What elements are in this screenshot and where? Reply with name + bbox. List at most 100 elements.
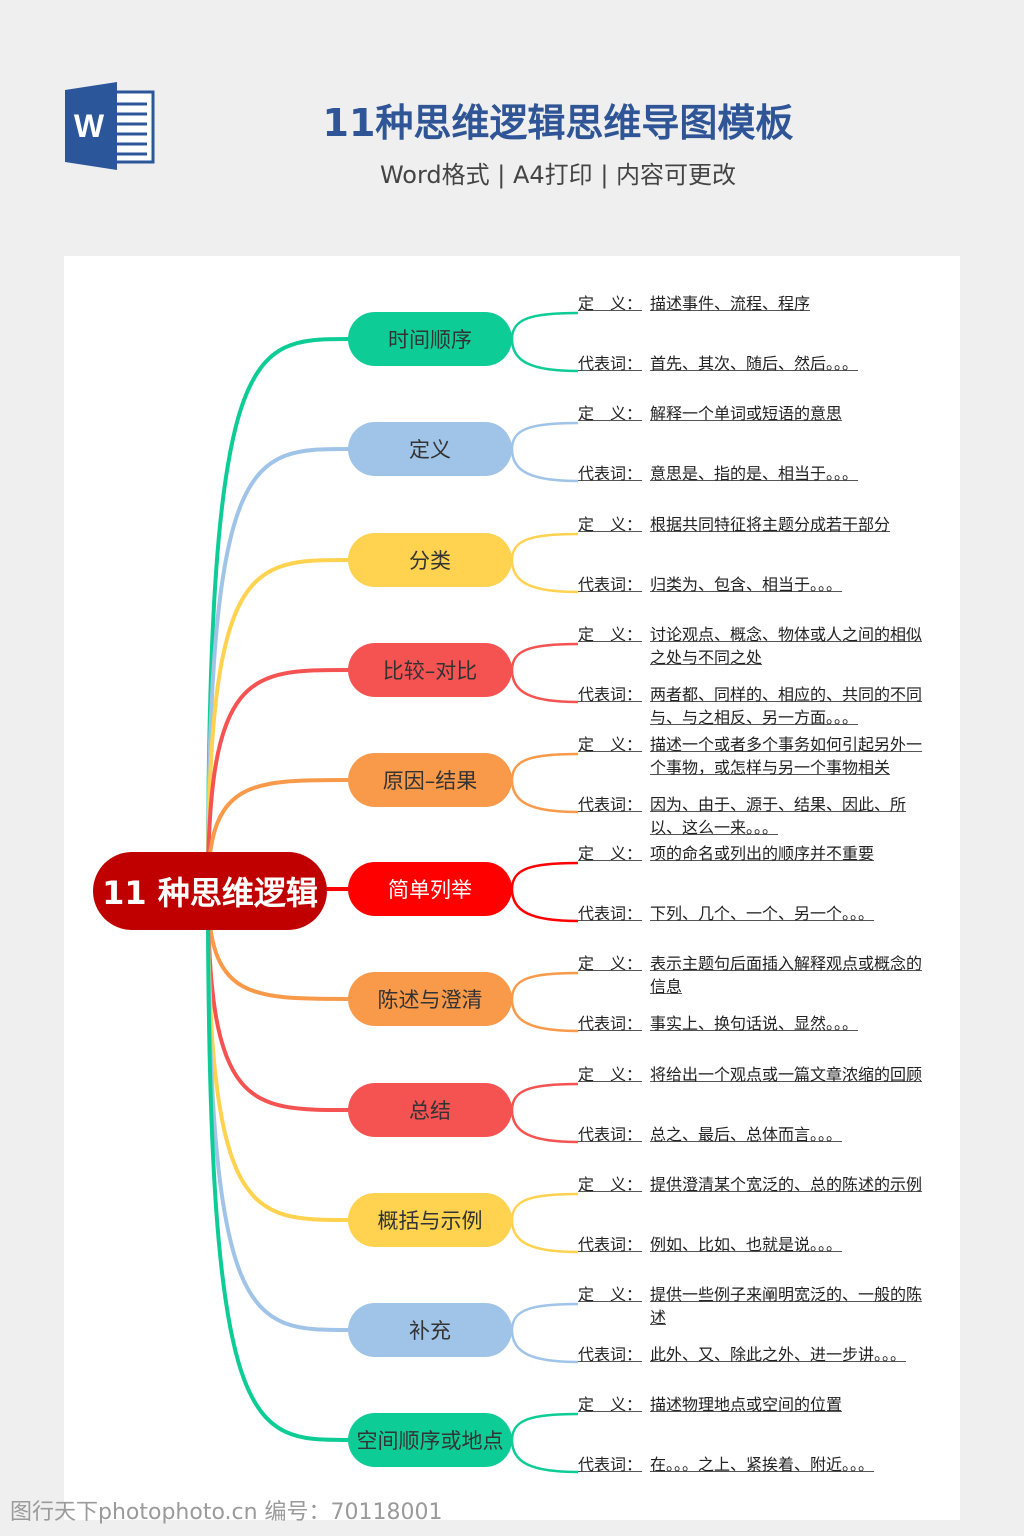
watermark: 图行天下photophoto.cn 编号：70118001 (10, 1500, 443, 1525)
rep-label: 代表词： (578, 1455, 643, 1474)
definition-text: 定 义： 根据共同特征将主题分成若干部分 (578, 513, 926, 536)
branch-node[interactable]: 时间顺序 (348, 312, 512, 366)
branch-node[interactable]: 概括与示例 (348, 1193, 512, 1247)
keywords-text: 代表词： 两者都、同样的、相应的、共同的不同与、与之相反、另一方面。。。 (578, 683, 926, 729)
def-label: 定 义： (578, 1395, 643, 1414)
rep-value: 首先、其次、随后、然后。。。 (650, 354, 859, 373)
def-value: 将给出一个观点或一篇文章浓缩的回顾 (650, 1065, 923, 1084)
rep-value: 例如、比如、也就是说。。。 (650, 1235, 843, 1254)
keywords-text: 代表词： 总之、最后、总体而言。。。 (578, 1123, 926, 1146)
def-label: 定 义： (578, 844, 643, 863)
def-value: 解释一个单词或短语的意思 (650, 404, 843, 423)
def-value: 提供一些例子来阐明宽泛的、一般的陈述 (650, 1285, 923, 1327)
def-label: 定 义： (578, 625, 643, 644)
rep-value: 此外、又、除此之外、进一步讲。。。 (650, 1345, 907, 1364)
branch-node[interactable]: 陈述与澄清 (348, 972, 512, 1026)
def-label: 定 义： (578, 515, 643, 534)
keywords-text: 代表词： 归类为、包含、相当于。。。 (578, 573, 926, 596)
keywords-text: 代表词： 例如、比如、也就是说。。。 (578, 1233, 926, 1256)
definition-text: 定 义： 将给出一个观点或一篇文章浓缩的回顾 (578, 1063, 926, 1086)
detail-bracket (510, 1412, 579, 1474)
def-value: 项的命名或列出的顺序并不重要 (650, 844, 875, 863)
def-value: 根据共同特征将主题分成若干部分 (650, 515, 891, 534)
detail-bracket (510, 421, 579, 483)
def-label: 定 义： (578, 954, 643, 973)
definition-text: 定 义： 描述一个或者多个事务如何引起另外一个事物，或怎样与另一个事物相关 (578, 733, 926, 779)
def-value: 描述一个或者多个事务如何引起另外一个事物，或怎样与另一个事物相关 (650, 735, 923, 777)
definition-text: 定 义： 描述事件、流程、程序 (578, 292, 926, 315)
keywords-text: 代表词： 事实上、换句话说、显然。。。 (578, 1012, 926, 1035)
definition-text: 定 义： 解释一个单词或短语的意思 (578, 402, 926, 425)
definition-text: 定 义： 提供一些例子来阐明宽泛的、一般的陈述 (578, 1283, 926, 1329)
detail-bracket (510, 861, 579, 923)
detail-bracket (510, 1082, 579, 1144)
def-label: 定 义： (578, 1175, 643, 1194)
def-label: 定 义： (578, 1285, 643, 1304)
def-label: 定 义： (578, 1065, 643, 1084)
rep-value: 意思是、指的是、相当于。。。 (650, 464, 859, 483)
branch-connector (206, 889, 349, 1222)
detail-bracket (510, 752, 579, 814)
branch-node[interactable]: 分类 (348, 533, 512, 587)
keywords-text: 代表词： 下列、几个、一个、另一个。。。 (578, 902, 926, 925)
word-logo-icon: W (65, 82, 155, 170)
definition-text: 定 义： 项的命名或列出的顺序并不重要 (578, 842, 926, 865)
def-label: 定 义： (578, 294, 643, 313)
rep-label: 代表词： (578, 464, 643, 483)
keywords-text: 代表词： 意思是、指的是、相当于。。。 (578, 462, 926, 485)
rep-label: 代表词： (578, 1345, 643, 1364)
detail-bracket (510, 971, 579, 1033)
branch-connector (206, 447, 349, 891)
branch-node[interactable]: 总结 (348, 1083, 512, 1137)
branch-node[interactable]: 定义 (348, 422, 512, 476)
rep-label: 代表词： (578, 1125, 643, 1144)
def-value: 提供澄清某个宽泛的、总的陈述的示例 (650, 1175, 923, 1194)
def-label: 定 义： (578, 404, 643, 423)
keywords-text: 代表词： 在。。。之上、紧挨着、附近。。。 (578, 1453, 926, 1476)
detail-bracket (510, 532, 579, 594)
rep-value: 事实上、换句话说、显然。。。 (650, 1014, 859, 1033)
rep-label: 代表词： (578, 575, 643, 594)
rep-value: 两者都、同样的、相应的、共同的不同与、与之相反、另一方面。。。 (650, 685, 923, 727)
definition-text: 定 义： 表示主题句后面插入解释观点或概念的信息 (578, 952, 926, 998)
rep-label: 代表词： (578, 354, 643, 373)
page-subtitle: Word格式 | A4打印 | 内容可更改 (379, 161, 737, 189)
detail-bracket (510, 311, 579, 373)
rep-label: 代表词： (578, 795, 643, 814)
branch-connector (206, 558, 349, 891)
rep-value: 因为、由于、源于、结果、因此、所以、这么一来。。。 (650, 795, 907, 837)
definition-text: 定 义： 描述物理地点或空间的位置 (578, 1393, 926, 1416)
branch-node[interactable]: 空间顺序或地点 (348, 1413, 512, 1467)
definition-text: 定 义： 提供澄清某个宽泛的、总的陈述的示例 (578, 1173, 926, 1196)
def-label: 定 义： (578, 735, 643, 754)
keywords-text: 代表词： 此外、又、除此之外、进一步讲。。。 (578, 1343, 926, 1366)
branch-connector (206, 889, 349, 1442)
branch-node[interactable]: 简单列举 (348, 862, 512, 916)
branch-connector (206, 668, 349, 891)
rep-value: 总之、最后、总体而言。。。 (650, 1125, 843, 1144)
branch-node[interactable]: 比较–对比 (348, 643, 512, 697)
rep-value: 在。。。之上、紧挨着、附近。。。 (650, 1455, 875, 1474)
def-value: 表示主题句后面插入解释观点或概念的信息 (650, 954, 923, 996)
branch-node[interactable]: 补充 (348, 1303, 512, 1357)
def-value: 讨论观点、概念、物体或人之间的相似之处与不同之处 (650, 625, 923, 667)
definition-text: 定 义： 讨论观点、概念、物体或人之间的相似之处与不同之处 (578, 623, 926, 669)
detail-bracket (510, 1302, 579, 1364)
word-logo-letter: W (74, 108, 105, 144)
def-value: 描述事件、流程、程序 (650, 294, 811, 313)
detail-bracket (510, 642, 579, 704)
keywords-text: 代表词： 因为、由于、源于、结果、因此、所以、这么一来。。。 (578, 793, 926, 839)
rep-value: 下列、几个、一个、另一个。。。 (650, 904, 875, 923)
rep-label: 代表词： (578, 904, 643, 923)
rep-label: 代表词： (578, 1014, 643, 1033)
branch-connector (206, 337, 349, 891)
def-value: 描述物理地点或空间的位置 (650, 1395, 843, 1414)
root-node[interactable]: 11 种思维逻辑 (93, 852, 327, 930)
page-title: 11种思维逻辑思维导图模板 (322, 101, 794, 145)
rep-label: 代表词： (578, 685, 643, 704)
rep-value: 归类为、包含、相当于。。。 (650, 575, 843, 594)
detail-bracket (510, 1192, 579, 1254)
rep-label: 代表词： (578, 1235, 643, 1254)
branch-node[interactable]: 原因–结果 (348, 753, 512, 807)
